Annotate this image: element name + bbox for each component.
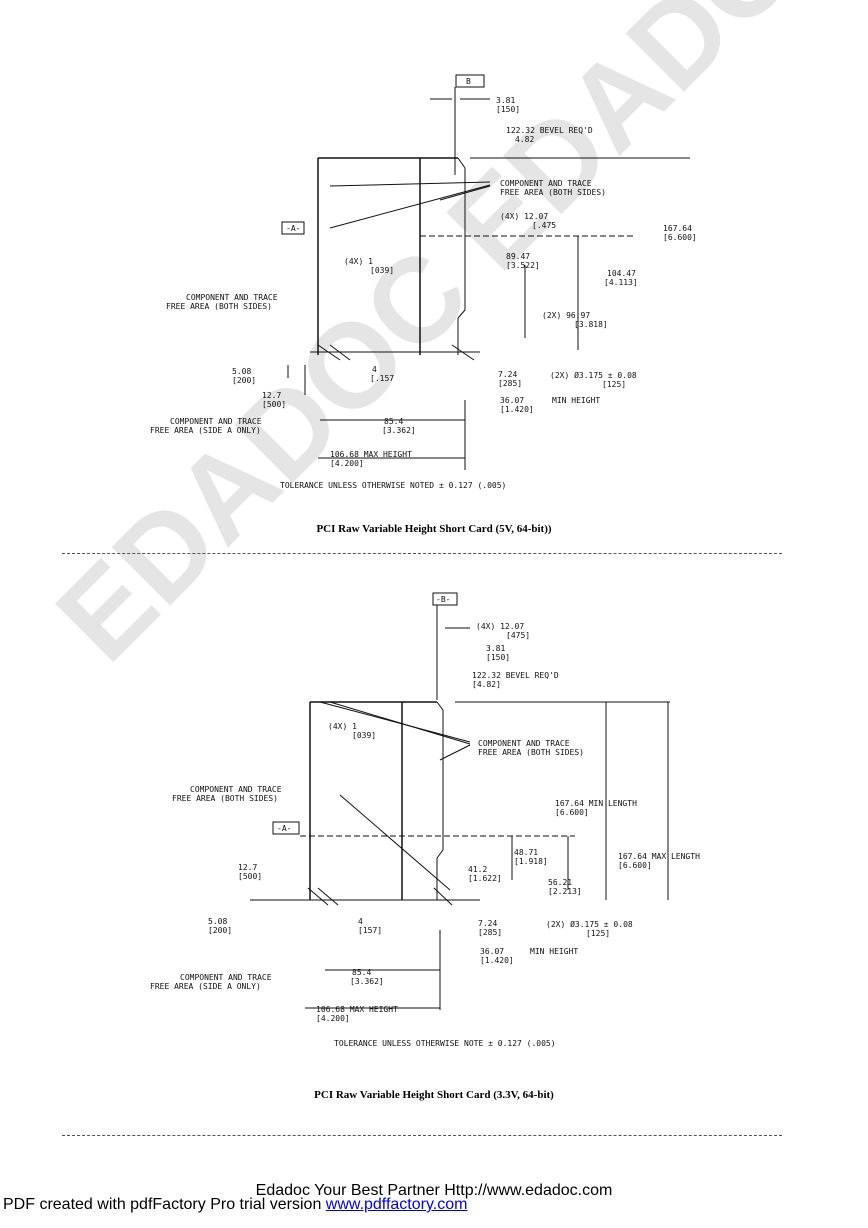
fig1-dim-854: 85.4 [384,417,403,426]
fig2-min-length-in: [6.600] [555,808,589,817]
fig1-left-comp-2: FREE AREA (BOTH SIDES) [166,302,272,311]
fig1-dim-9697-in: [3.818] [574,320,608,329]
fig2-dim-854: 85.4 [352,968,371,977]
fig1-dim-1207-in: [.475 [532,221,556,230]
fig2-side-a-2: FREE AREA (SIDE A ONLY) [150,982,261,991]
fig1-dim-10668-in: [4.200] [330,459,364,468]
fig1-dim-9697: (2X) 96.97 [542,311,590,320]
fig1-dim-1: (4X) 1 [344,257,373,266]
fig1-hole: (2X) Ø3.175 ± 0.08 [550,370,637,380]
fig1-dim-10668: 106.68 MAX HEIGHT [330,450,412,459]
fig2-dim-381-in: [150] [486,653,510,662]
fig1-dim-3607: 36.07 [500,396,524,405]
fig2-dim-508-in: [200] [208,926,232,935]
fig2-dim-4-in: [157] [358,926,382,935]
fig2-min-length: 167.64 MIN LENGTH [555,799,637,808]
fig1-dim-8947: 89.47 [506,252,530,261]
fig1-bevel: 122.32 BEVEL REQ'D [506,126,593,135]
fig1-dim-381: 3.81 [496,96,515,105]
fig1-dim-10447: 104.47 [607,269,636,278]
fig1-comp-both-2: FREE AREA (BOTH SIDES) [500,188,606,197]
fig1-dim-1-in: [039] [370,266,394,275]
fig2-dim-127-in: [500] [238,872,262,881]
fig2-dim-4871-in: [1.918] [514,857,548,866]
fig2-dim-412: 41.2 [468,865,487,874]
fig2-dim-1: (4X) 1 [328,722,357,731]
fig1-dim-724: 7.24 [498,370,517,379]
fig1-dim-854-in: [3.362] [382,426,416,435]
fig1-dim-3607-lbl: MIN HEIGHT [552,396,600,405]
fig2-tolerance: TOLERANCE UNLESS OTHERWISE NOTE ± 0.127 … [334,1039,556,1048]
fig2-dim-412-in: [1.622] [468,874,502,883]
fig2-side-a: COMPONENT AND TRACE [180,973,272,982]
fig2-hole: (2X) Ø3.175 ± 0.08 [546,919,633,929]
fig1-datum-b: B [466,77,471,86]
fig1-dim-16764: 167.64 [663,224,692,233]
figure1-caption: PCI Raw Variable Height Short Card (5V, … [316,523,552,535]
fig2-dim-508: 5.08 [208,917,227,926]
fig1-dim-8947-in: [3.522] [506,261,540,270]
fig1-dim-16764-in: [6.600] [663,233,697,242]
fig2-dim-5621-in: [2.213] [548,887,582,896]
figure2-drawing [250,592,670,1010]
figure2-caption: PCI Raw Variable Height Short Card (3.3V… [314,1089,554,1101]
fig2-comp-both: COMPONENT AND TRACE [478,739,570,748]
fig2-dim-10668: 106.68 MAX HEIGHT [316,1005,398,1014]
fig1-side-a: COMPONENT AND TRACE [170,417,262,426]
pdf-created-line: PDF created with pdfFactory Pro trial ve… [3,1196,467,1214]
fig1-left-comp: COMPONENT AND TRACE [186,293,278,302]
fig1-dim-4-in: [.157 [370,374,394,383]
fig2-dim-10668-in: [4.200] [316,1014,350,1023]
fig2-max-length: 167.64 MAX LENGTH [618,852,700,861]
fig2-datum-b: -B- [436,595,450,604]
pdf-created-text: PDF created with pdfFactory Pro trial ve… [3,1196,326,1213]
fig1-datum-a: -A- [286,224,300,233]
fig2-dim-1207-in: [475] [506,631,530,640]
fig1-dim-127-in: [500] [262,400,286,409]
fig2-dim-1-in: [039] [352,731,376,740]
fig1-dim-4: 4 [372,365,377,374]
fig2-dim-5621: 56.21 [548,878,572,887]
fig1-dim-3607-in: [1.420] [500,405,534,414]
fig1-dim-724-in: [285] [498,379,522,388]
fig2-bevel-in: [4.82] [472,680,501,689]
fig2-dim-3607-in: [1.420] [480,956,514,965]
fig2-dim-3607: 36.07 [480,947,504,956]
fig2-dim-724: 7.24 [478,919,497,928]
fig2-datum-a: -A- [277,824,291,833]
fig1-dim-508-in: [200] [232,376,256,385]
fig2-dim-381: 3.81 [486,644,505,653]
fig2-dim-3607-lbl: MIN HEIGHT [530,947,578,956]
fig2-dim-4871: 48.71 [514,848,538,857]
fig1-dim-1207: (4X) 12.07 [500,212,548,221]
fig1-dim-508: 5.08 [232,367,251,376]
fig2-dim-1207: (4X) 12.07 [476,622,524,631]
fig2-dim-724-in: [285] [478,928,502,937]
fig2-hole-in: [125] [586,929,610,938]
separator-2 [62,1135,782,1136]
fig1-hole-in: [125] [602,380,626,389]
fig1-dim-10447-in: [4.113] [604,278,638,287]
fig2-comp-both-2: FREE AREA (BOTH SIDES) [478,748,584,757]
fig1-comp-both: COMPONENT AND TRACE [500,179,592,188]
footer-edadoc: Edadoc Your Best Partner Http://www.edad… [255,1182,613,1199]
fig2-bevel: 122.32 BEVEL REQ'D [472,671,559,680]
pdffactory-link[interactable]: www.pdffactory.com [325,1196,468,1213]
fig1-side-a-2: FREE AREA (SIDE A ONLY) [150,426,261,435]
separator-1 [62,553,782,554]
fig1-dim-127: 12.7 [262,391,281,400]
fig1-bevel-in: 4.82 [515,135,534,144]
fig2-dim-4: 4 [358,917,363,926]
fig2-max-length-in: [6.600] [618,861,652,870]
fig2-left-comp: COMPONENT AND TRACE [190,785,282,794]
fig2-dim-854-in: [3.362] [350,977,384,986]
fig2-dim-127: 12.7 [238,863,257,872]
fig2-left-comp-2: FREE AREA (BOTH SIDES) [172,794,278,803]
fig1-dim-381-in: [150] [496,105,520,114]
fig1-tolerance: TOLERANCE UNLESS OTHERWISE NOTED ± 0.127… [280,481,506,490]
figure1-drawing [281,74,690,470]
